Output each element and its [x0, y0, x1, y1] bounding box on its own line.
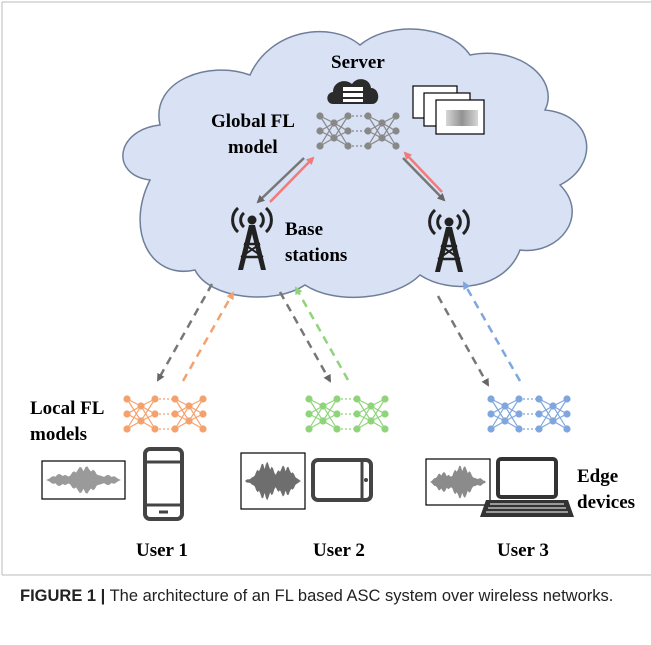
uplink-dashed-arrow-user1 [181, 291, 235, 382]
global-fl-model-network [316, 112, 400, 150]
svg-text:models: models [30, 424, 87, 445]
uplink-arrow-right [403, 151, 443, 193]
svg-text:Local FL: Local FL [30, 398, 104, 419]
caption-text: The architecture of an FL based ASC syst… [105, 587, 614, 605]
uplink-dashed-arrow-user2 [294, 286, 350, 381]
global-model-label-line1: Global FL [211, 111, 295, 132]
edge-devices-label-line1: Edge [577, 466, 618, 487]
local-fl-model-network-user1 [123, 395, 207, 433]
spectrogram-stack-icon [412, 85, 485, 135]
figure-caption: FIGURE 1 | The architecture of an FL bas… [20, 585, 630, 607]
svg-text:Global FL: Global FL [211, 111, 295, 132]
local-fl-model-network-user3 [487, 395, 571, 433]
downlink-arrow-right [402, 157, 446, 202]
edge-devices-label-line2: devices [577, 492, 635, 513]
audio-waveform-user3 [425, 458, 491, 506]
base-stations-label-line1: Base [285, 219, 323, 240]
uplink-dashed-arrow-user3 [462, 281, 522, 382]
downlink-dashed-arrow-user1 [156, 283, 214, 382]
user-3-label: User 3 [497, 540, 549, 561]
tablet-icon [311, 458, 373, 502]
svg-text:Edge: Edge [577, 466, 618, 487]
cloud [122, 28, 588, 299]
user-2-label: User 2 [313, 540, 365, 561]
local-fl-model-network-user2 [305, 395, 389, 433]
svg-text:stations: stations [285, 245, 347, 266]
svg-text:model: model [228, 137, 278, 158]
audio-waveform-user1 [41, 460, 126, 500]
base-stations-label-line2: stations [285, 245, 347, 266]
server-label: Server [331, 52, 385, 73]
downlink-dashed-arrow-user3 [436, 295, 490, 387]
base-station-icon [428, 208, 470, 272]
laptop-icon [480, 457, 574, 517]
server-icon [327, 79, 379, 104]
smartphone-icon [143, 447, 184, 521]
local-models-label-line1: Local FL [30, 398, 104, 419]
audio-waveform-user2 [240, 452, 306, 510]
svg-text:devices: devices [577, 492, 635, 513]
downlink-dashed-arrow-user2 [278, 291, 332, 383]
downlink-arrow-left [256, 157, 305, 204]
global-model-label-line2: model [228, 137, 278, 158]
uplink-arrow-left [269, 156, 315, 203]
svg-text:Base: Base [285, 219, 323, 240]
user-1-label: User 1 [136, 540, 188, 561]
local-models-label-line2: models [30, 424, 87, 445]
base-station-icon [231, 206, 273, 270]
caption-prefix: FIGURE 1 | [20, 587, 106, 605]
